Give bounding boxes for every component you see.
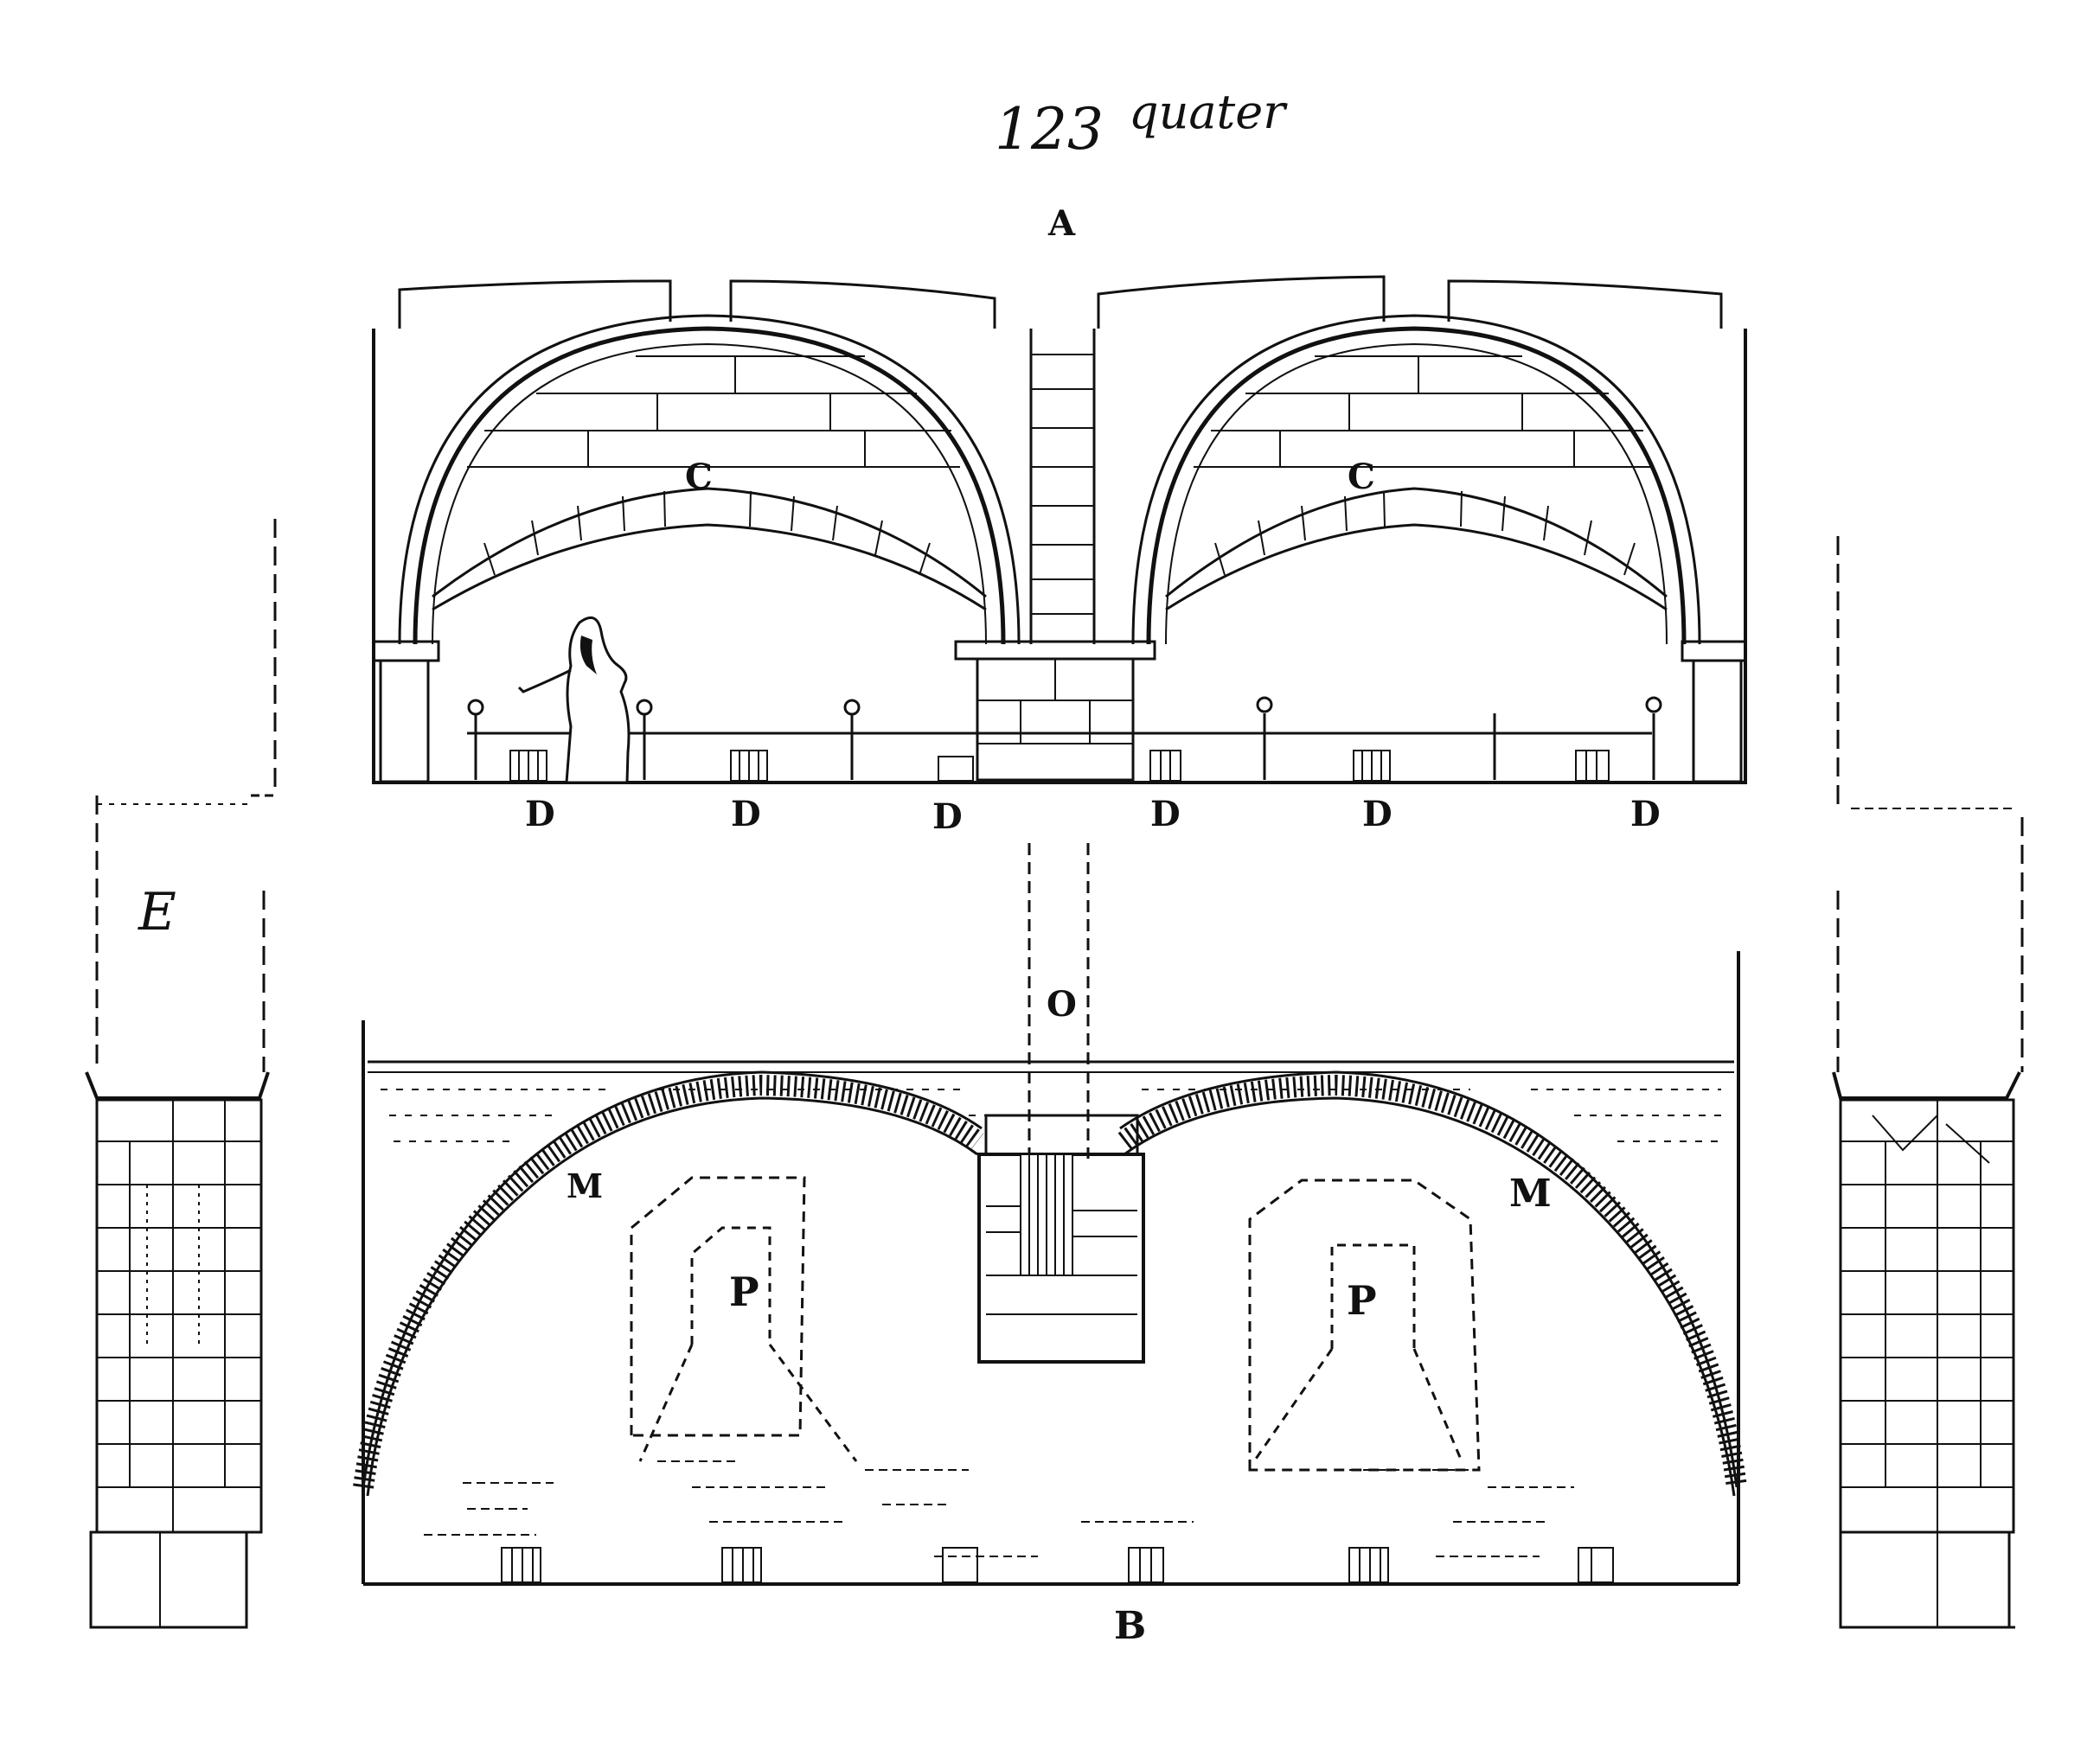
left-rib-voussoirs bbox=[483, 490, 931, 576]
shaft-o: O bbox=[1028, 843, 1090, 1159]
upper-wall-top-3 bbox=[1097, 275, 1386, 329]
central-shaft-courses bbox=[1031, 354, 1094, 615]
left-side-pier bbox=[379, 659, 430, 783]
well-interior-lines bbox=[986, 1154, 1137, 1315]
upper-wall-top-4 bbox=[1447, 279, 1723, 329]
left-rib-lower bbox=[432, 523, 987, 611]
upper-arcade-elevation: C C bbox=[372, 275, 1747, 784]
left-side-masonry bbox=[97, 1100, 261, 1532]
right-vault-masonry bbox=[1194, 355, 1652, 468]
left-rib-upper bbox=[432, 487, 987, 598]
right-side-pier bbox=[1692, 659, 1743, 783]
left-arch-hatch bbox=[353, 1074, 984, 1489]
right-vault-outer bbox=[1131, 314, 1701, 645]
well-collar bbox=[984, 1114, 1139, 1156]
right-capital bbox=[1681, 640, 1747, 662]
upper-wall-top-1 bbox=[398, 279, 672, 329]
right-rib-lower bbox=[1165, 523, 1668, 611]
d-labels: D D D D D D bbox=[525, 794, 1661, 837]
label-m-right: M bbox=[1509, 1172, 1552, 1216]
left-vault-inner bbox=[432, 342, 987, 645]
right-vault-middle bbox=[1146, 326, 1687, 645]
label-d-5: D bbox=[1362, 794, 1393, 834]
label-d-2: D bbox=[731, 794, 761, 834]
floor-texture bbox=[424, 1460, 1574, 1557]
label-d-4: D bbox=[1150, 794, 1181, 834]
lower-grilles bbox=[501, 1547, 1614, 1583]
label-p-left: P bbox=[729, 1268, 759, 1315]
figure-number: 123 bbox=[995, 96, 1104, 163]
railing-posts bbox=[467, 696, 1662, 780]
label-d-1: D bbox=[525, 794, 555, 834]
opening-p-right-splay bbox=[1252, 1348, 1463, 1462]
upper-wall-top-2 bbox=[729, 279, 996, 329]
right-arch-inner bbox=[1124, 1096, 1736, 1497]
label-d-6: D bbox=[1630, 794, 1661, 834]
right-arch-hatch bbox=[1117, 1074, 1747, 1489]
label-b: B bbox=[1114, 1604, 1146, 1648]
label-e: E bbox=[138, 882, 176, 942]
left-vault-middle bbox=[413, 326, 1006, 645]
label-c-left: C bbox=[685, 457, 713, 497]
right-rib-voussoirs bbox=[1214, 490, 1636, 576]
label-d-3: D bbox=[932, 796, 963, 837]
hooded-figure bbox=[517, 616, 631, 784]
right-arch-outer bbox=[1119, 1070, 1738, 1488]
opening-p-right-inner bbox=[1330, 1243, 1416, 1349]
opening-p-right-outer bbox=[1248, 1179, 1481, 1472]
label-m-left: M bbox=[567, 1166, 603, 1205]
figure-suffix: quater bbox=[1129, 85, 1288, 139]
right-side-section bbox=[1832, 536, 2024, 1629]
label-c-right: C bbox=[1348, 457, 1375, 497]
left-vault-outer bbox=[398, 314, 1021, 645]
left-arch-outer bbox=[362, 1070, 983, 1488]
left-side-section: E bbox=[85, 519, 277, 1629]
right-vault-inner bbox=[1165, 342, 1668, 645]
central-pier-courses bbox=[977, 659, 1133, 744]
right-rib-upper bbox=[1165, 487, 1668, 598]
left-arch-inner bbox=[366, 1096, 978, 1497]
label-p-right: P bbox=[1347, 1277, 1377, 1324]
lower-section: M M P P bbox=[353, 951, 1747, 1586]
opening-p-left-inner bbox=[690, 1226, 771, 1345]
left-vault-masonry bbox=[467, 355, 960, 468]
upper-grilles bbox=[509, 750, 1610, 782]
opening-p-left-splay bbox=[638, 1344, 858, 1462]
opening-p-left-outer bbox=[630, 1176, 806, 1437]
right-side-masonry bbox=[1841, 1100, 2014, 1532]
label-a: A bbox=[1047, 203, 1076, 244]
label-o: O bbox=[1047, 984, 1077, 1025]
left-capital bbox=[372, 640, 440, 662]
